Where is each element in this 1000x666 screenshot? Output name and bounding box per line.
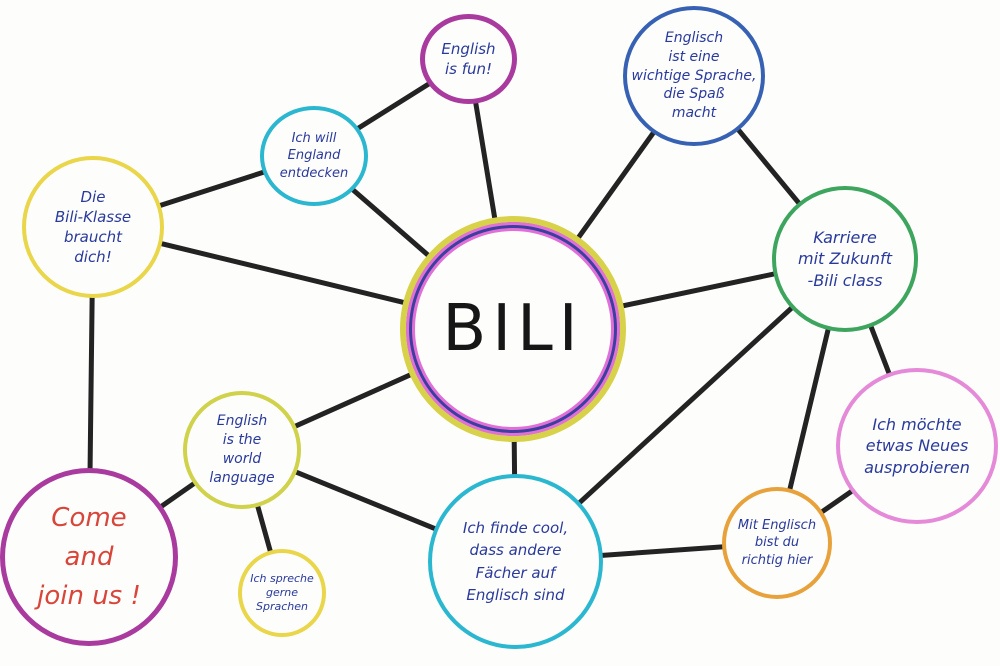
node-label-new: Ich möchte etwas Neues ausprobieren	[864, 414, 970, 477]
node-label-come: Come and join us !	[37, 502, 141, 611]
node-label-right: Mit Englisch bist du richtig hier	[737, 517, 817, 568]
node-label-discover: Ich will England entdecken	[279, 130, 349, 181]
node-come: Come and join us !	[0, 468, 178, 646]
node-label-cool: Ich finde cool, dass andere Fächer auf E…	[462, 518, 569, 605]
node-world: English is the world language	[183, 391, 301, 509]
node-label-center: BILI	[442, 291, 584, 366]
node-needs: Die Bili-Klasse braucht dich!	[22, 156, 164, 298]
node-new: Ich möchte etwas Neues ausprobieren	[836, 368, 998, 524]
node-fun: English is fun!	[420, 14, 517, 104]
node-label-needs: Die Bili-Klasse braucht dich!	[54, 187, 132, 267]
node-label-world: English is the world language	[209, 413, 275, 486]
node-label-speak: Ich spreche gerne Sprachen	[250, 572, 314, 613]
node-label-fun: English is fun!	[441, 39, 496, 78]
node-important: Englisch ist eine wichtige Sprache, die …	[623, 6, 765, 146]
node-speak: Ich spreche gerne Sprachen	[238, 549, 326, 637]
node-label-important: Englisch ist eine wichtige Sprache, die …	[631, 29, 757, 122]
node-discover: Ich will England entdecken	[260, 106, 368, 206]
node-right: Mit Englisch bist du richtig hier	[722, 487, 832, 599]
node-cool: Ich finde cool, dass andere Fächer auf E…	[428, 474, 603, 649]
node-label-career: Karriere mit Zukunft -Bili class	[798, 227, 892, 290]
node-career: Karriere mit Zukunft -Bili class	[772, 186, 918, 332]
node-center: BILI	[400, 216, 626, 442]
